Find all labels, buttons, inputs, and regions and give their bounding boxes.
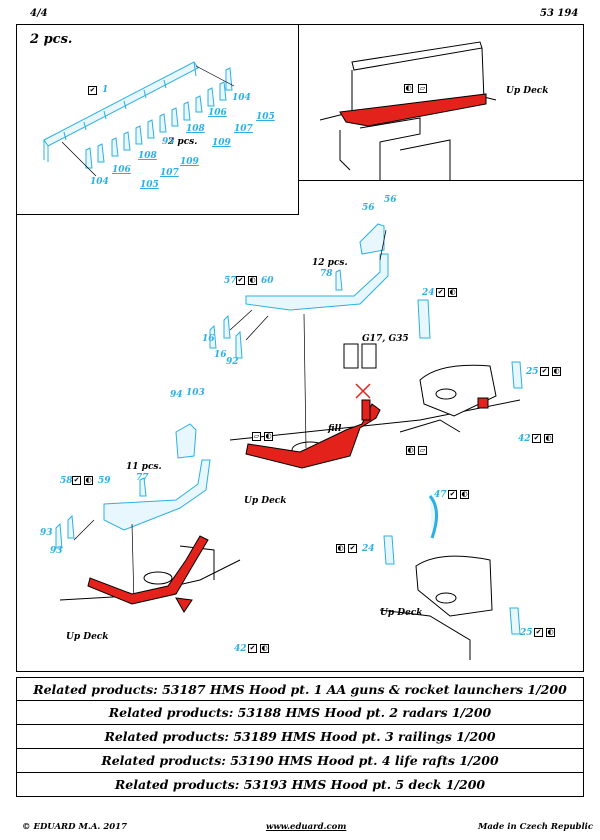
small-tabs-row — [85, 67, 233, 169]
part-92: 92 — [226, 357, 239, 367]
fold-icon: ✔ — [248, 644, 257, 653]
part-78: 78 — [320, 269, 333, 279]
up-deck-label: Up Deck — [244, 496, 287, 506]
part-95: 95 — [162, 137, 175, 147]
red-paint-post — [361, 399, 371, 421]
g17-parts — [343, 343, 377, 369]
fold-icon: ✔ — [72, 476, 81, 485]
lower-deck-view — [59, 545, 493, 660]
part-106: 106 — [112, 165, 131, 175]
sand-icon: ▱ — [252, 432, 261, 441]
product-code: 53 194 — [540, 8, 579, 19]
inset-panel-right — [298, 24, 584, 181]
related-product-2: Related products: 53188 HMS Hood pt. 2 r… — [16, 701, 584, 725]
part-59: 59 — [98, 476, 111, 486]
part-16: 16 — [202, 334, 215, 344]
made-in: Made in Czech Republic — [478, 822, 594, 832]
paint-icon: ◐ — [546, 628, 555, 637]
part-109: 109 — [180, 157, 199, 167]
part-105: 105 — [140, 180, 159, 190]
fold-icon: ✔ — [88, 86, 97, 95]
up-deck-label: Up Deck — [66, 632, 109, 642]
website-link[interactable]: www.eduard.com — [266, 822, 347, 832]
part-16: 16 — [214, 350, 227, 360]
fold-icon: ✔ — [532, 434, 541, 443]
part-109: 109 — [212, 138, 231, 148]
red-paint-strip-top — [339, 93, 487, 127]
paint-icon: ◐ — [460, 490, 469, 499]
paint-icon: ◐ — [260, 644, 269, 653]
paint-icon: ◐ — [544, 434, 553, 443]
part-107: 107 — [160, 168, 179, 178]
sand-icon: ▱ — [418, 84, 427, 93]
part-56: 56 — [384, 195, 397, 205]
part-93: 93 — [50, 546, 63, 556]
red-paint-deck-mid — [245, 403, 381, 469]
part-104: 104 — [232, 93, 251, 103]
fold-icon: ✔ — [436, 288, 445, 297]
part-25: 25 — [520, 628, 533, 638]
related-product-4: Related products: 53190 HMS Hood pt. 4 l… — [16, 749, 584, 773]
red-paint-small — [477, 397, 489, 409]
part-58: 58 — [60, 476, 73, 486]
part-103: 103 — [186, 388, 205, 398]
part-42: 42 — [518, 434, 531, 444]
part-25: 25 — [526, 367, 539, 377]
instruction-frame — [16, 24, 584, 672]
related-product-3: Related products: 53189 HMS Hood pt. 3 r… — [16, 725, 584, 749]
part-104: 104 — [90, 177, 109, 187]
fold-icon: ✔ — [540, 367, 549, 376]
paint-icon: ◐ — [404, 84, 413, 93]
part-107: 107 — [234, 124, 253, 134]
part-42: 42 — [234, 644, 247, 654]
sand-icon: ▱ — [418, 446, 427, 455]
fold-icon: ✔ — [348, 544, 357, 553]
up-deck-label: Up Deck — [506, 86, 549, 96]
part-56: 56 — [362, 203, 375, 213]
paint-icon: ◐ — [264, 432, 273, 441]
part-24: 24 — [422, 288, 435, 298]
part-108: 108 — [186, 124, 205, 134]
part-106: 106 — [208, 108, 227, 118]
red-paint-deck-low — [87, 535, 209, 605]
paint-icon: ◐ — [336, 544, 345, 553]
fold-icon: ✔ — [448, 490, 457, 499]
paint-icon: ◐ — [248, 276, 257, 285]
rail-part-58 — [103, 423, 211, 531]
part-105: 105 — [256, 112, 275, 122]
fill-label: fill — [328, 424, 342, 434]
part-1: 1 — [102, 85, 109, 95]
assembly-drawing — [43, 41, 523, 660]
tabs-93 — [55, 477, 521, 635]
rail-part-1 — [43, 61, 199, 162]
page-number: 4/4 — [30, 8, 48, 19]
part-94: 94 — [170, 390, 183, 400]
related-product-1: Related products: 53187 HMS Hood pt. 1 A… — [16, 677, 584, 701]
paint-icon: ◐ — [552, 367, 561, 376]
up-deck-label: Up Deck — [380, 608, 423, 618]
part-108: 108 — [138, 151, 157, 161]
count-11-label: 11 pcs. — [126, 462, 162, 472]
part-47: 47 — [434, 490, 447, 500]
count-label: 2 pcs. — [30, 32, 73, 47]
copyright: © EDUARD M.A. 2017 — [22, 822, 127, 832]
paint-icon: ◐ — [448, 288, 457, 297]
related-product-5: Related products: 53193 HMS Hood pt. 5 d… — [16, 773, 584, 797]
part-60: 60 — [261, 276, 274, 286]
count-12-label: 12 pcs. — [312, 258, 348, 268]
remove-mark — [355, 383, 371, 399]
part-g17-label: G17, G35 — [362, 334, 409, 344]
part-57: 57 — [224, 276, 237, 286]
fold-icon: ✔ — [236, 276, 245, 285]
inner-count-label: 2 pcs. — [168, 137, 198, 147]
rail-part-57 — [245, 223, 389, 311]
part-93: 93 — [40, 528, 53, 538]
fold-icon: ✔ — [534, 628, 543, 637]
part-24: 24 — [362, 544, 375, 554]
tabs-16-92 — [209, 269, 523, 389]
paint-icon: ◐ — [406, 446, 415, 455]
paint-icon: ◐ — [84, 476, 93, 485]
part-77: 77 — [136, 473, 149, 483]
